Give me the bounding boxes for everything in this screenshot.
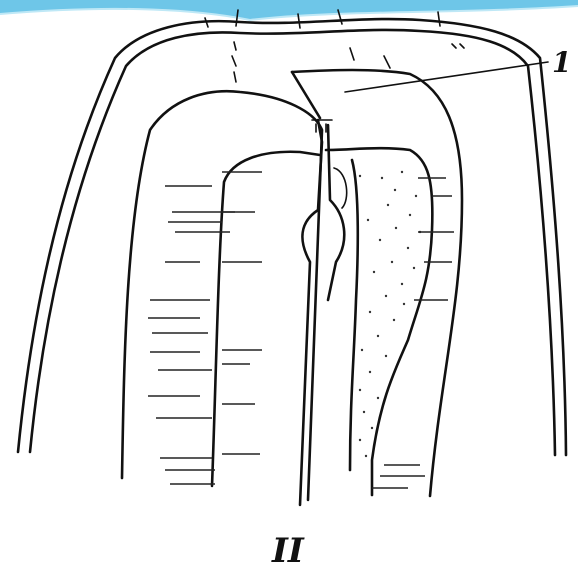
callout-number: 1 [552, 46, 571, 79]
figure-caption: II [271, 531, 305, 571]
top-band [0, 0, 578, 20]
cuticle-marks [232, 42, 464, 82]
outer-cuticle [18, 10, 566, 455]
central-canal [300, 120, 347, 505]
left-tube [122, 91, 322, 500]
callout-1: 1 [345, 46, 571, 92]
